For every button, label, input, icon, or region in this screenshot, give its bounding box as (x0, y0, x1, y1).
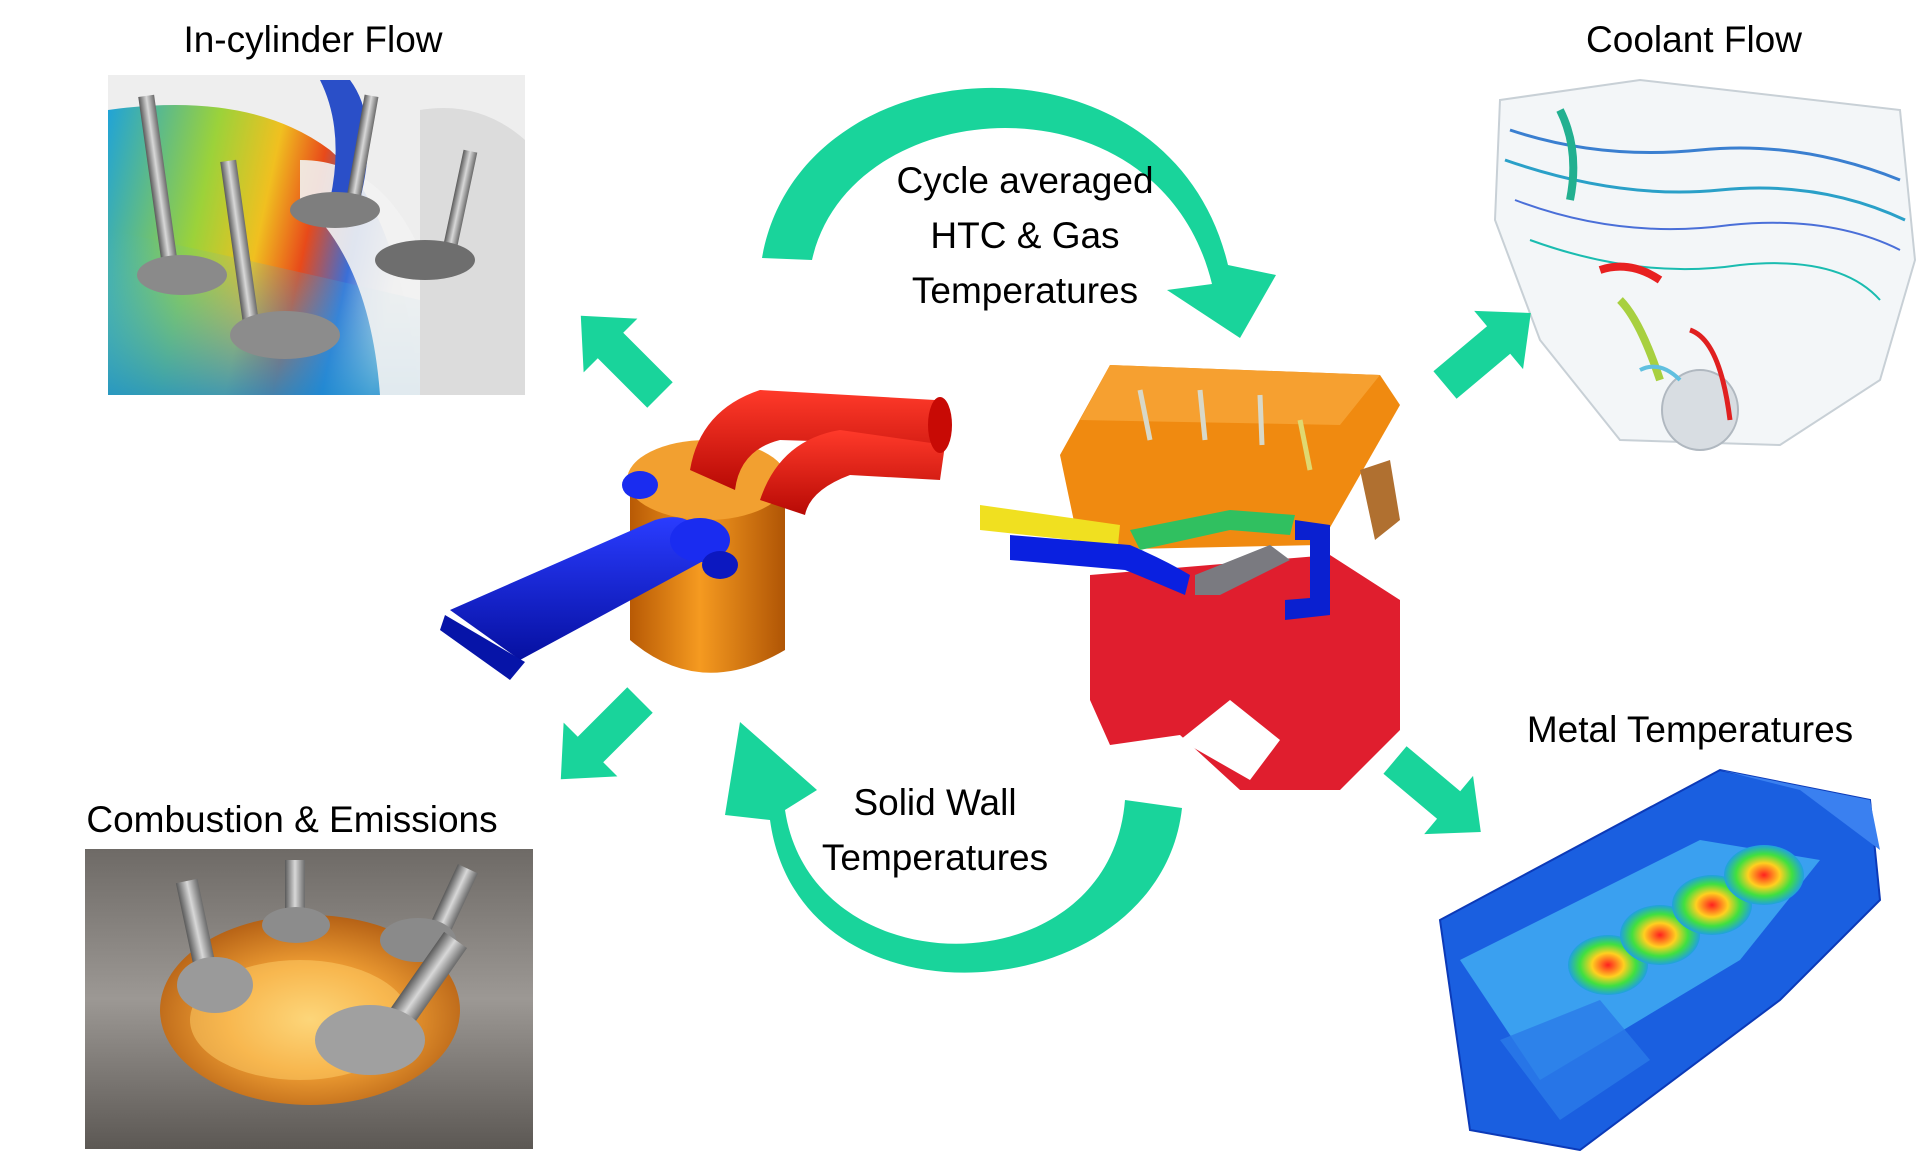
in-cylinder-flow-image (108, 75, 525, 395)
cycle-top-line3: Temperatures (912, 270, 1138, 311)
combustion-emissions-image (85, 849, 533, 1149)
label-metal-temperatures: Metal Temperatures (1527, 709, 1853, 750)
cycle-top-line2: HTC & Gas (930, 215, 1119, 256)
cycle-bottom-line1: Solid Wall (853, 782, 1016, 823)
label-in-cylinder-flow: In-cylinder Flow (183, 19, 442, 60)
coolant-flow-image (1493, 78, 1917, 451)
arrow-to-combustion (560, 687, 653, 780)
label-combustion-emissions: Combustion & Emissions (86, 799, 497, 840)
arrow-to-metal (1383, 746, 1481, 835)
cycle-top-line1: Cycle averaged (896, 160, 1153, 201)
cycle-arrow-top (762, 87, 1276, 338)
cycle-bottom-line2: Temperatures (822, 837, 1048, 878)
label-coolant-flow: Coolant Flow (1586, 19, 1802, 60)
single-cylinder-model (440, 390, 952, 680)
arrow-to-in-cylinder (580, 315, 673, 408)
arrow-to-coolant (1433, 310, 1531, 399)
engine-assembly-model (980, 365, 1400, 790)
cycle-arrow-bottom (725, 722, 1182, 973)
metal-temperatures-image (1438, 768, 1882, 1151)
